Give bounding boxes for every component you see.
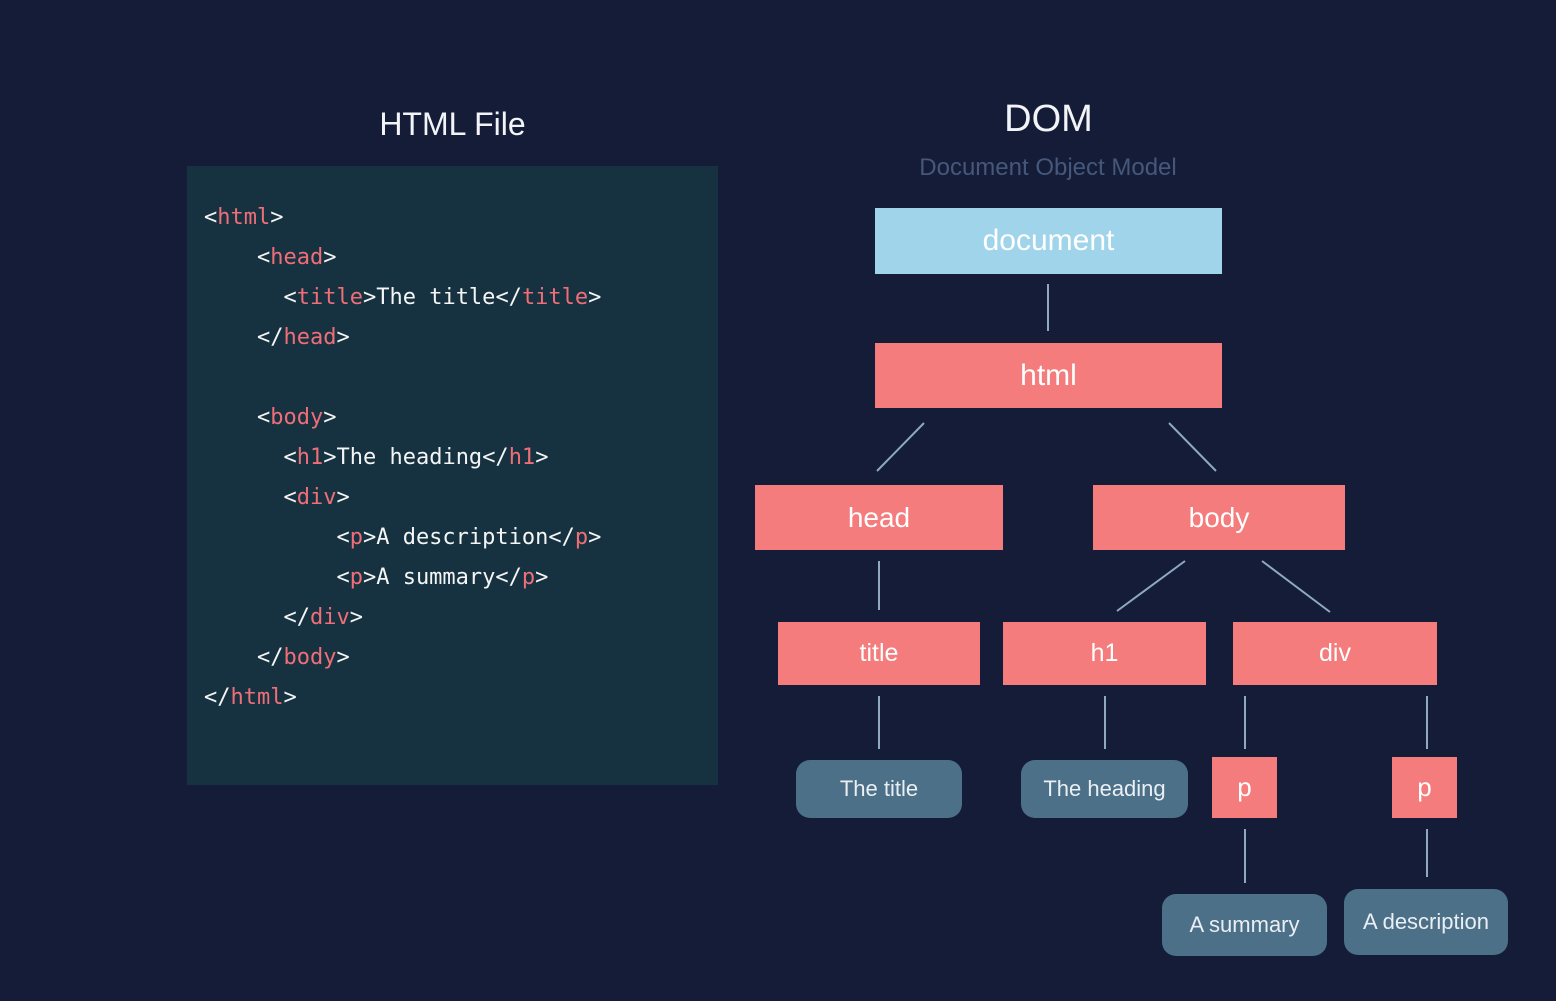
code-token-tag: head — [283, 325, 337, 350]
code-token-plain: > — [323, 245, 337, 270]
code-token-plain: < — [204, 205, 218, 230]
code-token-plain: > — [588, 285, 602, 310]
code-line: <p>A description</p> — [204, 518, 708, 558]
code-token-plain: < — [256, 405, 271, 430]
code-token-tag: p — [574, 525, 589, 550]
code-line: <div> — [204, 478, 708, 518]
code-token-tag: body — [283, 645, 337, 670]
dom-node-text-the-heading: The heading — [1021, 760, 1188, 818]
dom-node-h1: h1 — [1003, 622, 1206, 685]
code-token-plain: </ — [256, 645, 284, 670]
code-token-tag: div — [309, 605, 350, 630]
code-token-tag: title — [296, 285, 363, 310]
dom-node-text-the-title: The title — [796, 760, 962, 818]
code-token-plain: < — [256, 245, 271, 270]
code-token-tag: html — [230, 685, 284, 710]
code-line: <h1>The heading</h1> — [204, 438, 708, 478]
code-token-plain: A summary — [376, 565, 496, 590]
dom-node-body: body — [1093, 485, 1345, 550]
dom-node-html: html — [875, 343, 1222, 408]
code-line: <body> — [204, 398, 708, 438]
code-token-plain: The title — [376, 285, 496, 310]
code-token-plain: > — [535, 445, 549, 470]
code-token-plain: > — [349, 605, 363, 630]
code-token-plain: > — [270, 205, 284, 230]
code-token-plain: < — [283, 445, 297, 470]
code-token-plain: < — [283, 285, 297, 310]
dom-node-text-a-description: A description — [1344, 889, 1508, 955]
code-line: <p>A summary</p> — [204, 558, 708, 598]
dom-node-p-2: p — [1392, 757, 1457, 818]
code-token-plain: </ — [495, 285, 522, 310]
dom-node-text-a-summary: A summary — [1162, 894, 1327, 956]
dom-node-div: div — [1233, 622, 1437, 685]
code-token-tag: div — [296, 485, 337, 510]
dom-node-title: title — [778, 622, 980, 685]
code-token-tag: h1 — [296, 445, 324, 470]
code-token-plain: > — [362, 285, 377, 310]
code-token-plain: > — [323, 445, 337, 470]
code-token-tag: p — [521, 565, 536, 590]
code-line: <head> — [204, 238, 708, 278]
code-token-plain: < — [283, 485, 297, 510]
code-token-plain: > — [336, 485, 350, 510]
code-panel: <html> <head> <title>The title</title> <… — [187, 166, 718, 785]
code-token-plain: > — [336, 325, 350, 350]
code-token-plain: > — [283, 685, 297, 710]
code-token-plain: </ — [495, 565, 522, 590]
code-token-plain: < — [336, 565, 350, 590]
code-token-tag: html — [217, 205, 271, 230]
code-token-plain: > — [588, 525, 602, 550]
code-token-plain: The heading — [336, 445, 483, 470]
code-token-plain: </ — [256, 325, 284, 350]
code-token-plain: </ — [283, 605, 310, 630]
code-token-plain: </ — [482, 445, 509, 470]
html-file-title: HTML File — [379, 106, 526, 142]
code-token-plain: < — [336, 525, 350, 550]
code-token-plain: </ — [204, 685, 231, 710]
code-token-plain: A description — [376, 525, 549, 550]
code-token-plain: </ — [548, 525, 575, 550]
code-line: </head> — [204, 318, 708, 358]
code-token-tag: body — [270, 405, 324, 430]
code-line: </body> — [204, 638, 708, 678]
code-line: <html> — [204, 198, 708, 238]
code-token-tag: h1 — [508, 445, 536, 470]
dom-title: DOM — [1004, 98, 1093, 140]
code-token-plain: > — [362, 525, 377, 550]
code-token-plain: > — [535, 565, 549, 590]
code-token-tag: p — [349, 525, 363, 550]
code-token-tag: p — [349, 565, 363, 590]
dom-node-p-1: p — [1212, 757, 1277, 818]
code-token-plain: > — [336, 645, 350, 670]
code-token-plain: > — [323, 405, 337, 430]
dom-subtitle: Document Object Model — [919, 154, 1177, 181]
code-line: </html> — [204, 678, 708, 718]
code-token-tag: head — [270, 245, 324, 270]
code-token-tag: title — [521, 285, 589, 310]
code-line: <title>The title</title> — [204, 278, 708, 318]
dom-node-head: head — [755, 485, 1003, 550]
dom-node-document: document — [875, 208, 1222, 274]
code-token-plain: > — [362, 565, 377, 590]
code-line: </div> — [204, 598, 708, 638]
